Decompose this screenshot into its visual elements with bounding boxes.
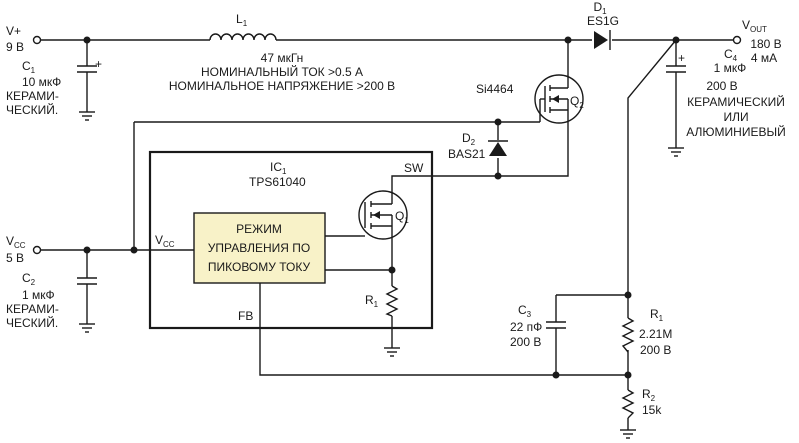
d1-part: ES1G [587,14,619,28]
control-block-line1: РЕЖИМ [236,222,282,236]
junction-dots [83,36,680,379]
c4-value: 1 мкФ [714,61,747,75]
vout-current: 4 мА [751,51,777,65]
resistor-r1-symbol [621,317,635,353]
c4-type-line2: ИЛИ [723,110,748,124]
r2-value: 15k [642,403,662,417]
c1-type-line2: ЧЕСКИЙ. [6,102,58,117]
r1-ref: R1 [650,307,664,323]
inductor-l1-symbol [209,33,277,41]
c1-ref: C1 [22,59,36,75]
peak-current-control-block [193,212,326,284]
r2-ref: R2 [642,387,656,403]
ic1-pin-sw: SW [404,161,424,175]
ic1-pin-vcc: VCC [155,233,175,249]
vcc-value: 5 В [6,251,24,265]
l1-value: 47 мкГн [261,51,304,65]
q2-ref: Q2 [570,94,584,110]
l1-voltage-note: НОМИНАЛЬНОЕ НАПРЯЖЕНИЕ >200 В [169,79,395,93]
ground-r2 [620,429,636,439]
c2-ref: C2 [22,271,36,287]
control-block-line3: ПИКОВОМУ ТОКУ [208,260,311,274]
c3-voltage: 200 В [510,335,541,349]
ic1-part: TPS61040 [249,175,306,189]
ground-r1-internal [384,347,400,357]
vout-voltage: 180 В [750,37,781,51]
vplus-terminal [32,35,42,45]
ic1-outline [148,150,434,330]
c1-type-line1: КЕРАМИ- [6,89,59,103]
ic1-pin-fb: FB [238,309,253,323]
q1-ref: Q1 [395,209,409,225]
l1-ref: L1 [236,12,248,28]
svg-text:+: + [678,51,685,65]
wires [40,39,733,430]
d2-part: BAS21 [448,147,486,161]
capacitor-c2-symbol [77,277,97,285]
r1-voltage: 200 В [640,343,671,357]
vout-label: VOUT [742,18,767,34]
c2-value: 1 мкФ [22,288,55,302]
vout-terminal [732,35,742,45]
d1-ref: D1 [593,0,607,16]
c3-ref: C3 [518,303,532,319]
capacitor-c4-symbol: + [666,51,686,73]
c3-value: 22 пФ [510,320,542,334]
vcc-terminal [32,245,42,255]
r1-value: 2.21M [639,327,672,341]
resistor-r2-symbol [621,389,635,419]
c4-type-line3: АЛЮМИНИЕВЫЙ [686,124,785,139]
c4-ref: C4 [724,47,738,63]
vplus-label: V+ [6,24,21,38]
c2-type-line1: КЕРАМИ- [6,302,59,316]
mosfet-q1-symbol [358,190,408,240]
mosfet-q2-symbol [534,74,584,124]
c4-type-line1: КЕРАМИЧЕСКИЙ [687,94,785,109]
resistor-r1-internal-symbol [385,285,399,317]
svg-text:+: + [95,57,102,71]
c4-voltage: 200 В [706,79,737,93]
c1-value: 10 мкФ [22,75,61,89]
vplus-value: 9 В [6,40,24,54]
diode-d2-symbol [488,140,508,156]
vcc-label: VCC [6,234,26,250]
diode-d1-symbol [594,30,611,50]
q2-part: Si4464 [476,82,514,96]
ground-c2 [79,323,95,333]
control-block-line2: УПРАВЛЕНИЯ ПО [208,241,310,255]
capacitor-c1-symbol: + [77,57,102,73]
capacitor-c3-symbol [546,321,566,329]
c2-type-line2: ЧЕСКИЙ. [6,315,58,330]
ic1-ref: IC1 [270,160,287,176]
ground-c1 [79,111,95,121]
l1-current-note: НОМИНАЛЬНЫЙ ТОК >0.5 А [201,64,363,79]
ground-c4 [668,147,684,157]
d2-ref: D2 [462,131,476,147]
r1-internal-ref: R1 [365,293,379,309]
